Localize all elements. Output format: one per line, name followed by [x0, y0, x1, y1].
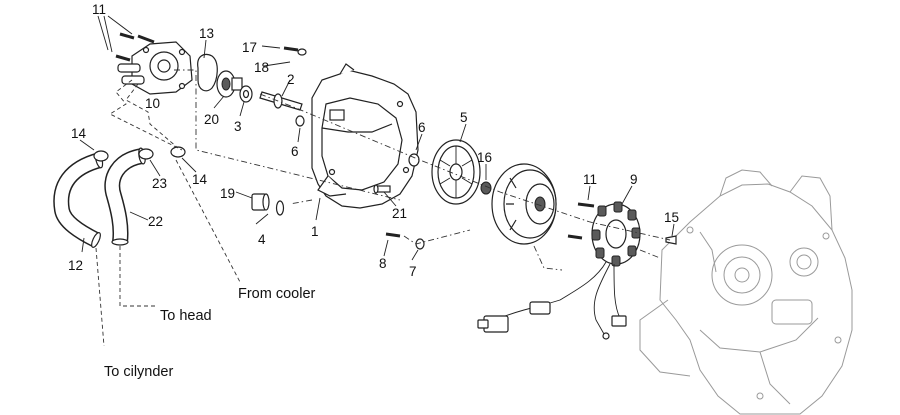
clamp-23 [138, 148, 154, 160]
callout-8: 8 [379, 256, 387, 271]
callout-18: 18 [254, 60, 269, 75]
callout-14-left: 14 [71, 126, 87, 141]
screws-11-top [115, 32, 155, 62]
plug-19 [251, 193, 270, 211]
stator-9 [591, 201, 641, 267]
bolt-21 [373, 184, 391, 194]
note-to-cylinder: To cilynder [104, 364, 173, 380]
callout-11-top: 11 [92, 2, 106, 17]
washer-6-left [295, 115, 305, 127]
callout-4: 4 [258, 232, 266, 247]
nut-16 [480, 181, 492, 195]
clamp-14-right [170, 146, 186, 158]
crankcase-outline [639, 169, 853, 415]
callout-6-right: 6 [418, 120, 426, 135]
callout-23: 23 [152, 176, 167, 191]
pump-cover-10 [117, 41, 193, 95]
callout-3: 3 [234, 119, 242, 134]
callout-7: 7 [409, 264, 417, 279]
callout-6-left: 6 [291, 144, 299, 159]
callout-22: 22 [148, 214, 163, 229]
callout-1: 1 [311, 224, 319, 239]
callout-11-stator: 11 [583, 172, 597, 187]
hose-22 [104, 147, 146, 246]
callout-leaders [79, 15, 675, 261]
stator-wiring-harness [477, 261, 627, 340]
callout-21: 21 [392, 206, 407, 221]
shaft-2 [259, 91, 303, 111]
seal-3 [239, 85, 253, 103]
pin-15 [665, 235, 677, 245]
callout-14-right: 14 [192, 172, 208, 187]
impeller-20 [216, 70, 243, 98]
clamp-14-left [93, 150, 109, 162]
callout-15: 15 [664, 210, 679, 225]
screw-11-a [577, 202, 595, 208]
callout-labels: 1 2 3 4 5 6 6 7 8 9 10 11 11 12 13 14 14… [68, 2, 679, 279]
hose-12 [53, 151, 104, 248]
note-from-cooler: From cooler [238, 286, 316, 302]
screw-11-b [567, 234, 583, 240]
callout-19: 19 [220, 186, 235, 201]
callout-10: 10 [145, 96, 160, 111]
callout-12: 12 [68, 258, 83, 273]
callout-16: 16 [477, 150, 492, 165]
hose-routing-lines [95, 69, 671, 347]
callout-2: 2 [287, 72, 295, 87]
routing-notes: From cooler To head To cilynder [104, 286, 316, 380]
callout-17: 17 [242, 40, 257, 55]
fan-5 [431, 139, 481, 205]
callout-9: 9 [630, 172, 638, 187]
washer-18 [297, 48, 307, 56]
o-ring-4 [275, 200, 285, 216]
callout-5: 5 [460, 110, 468, 125]
flywheel-rotor [491, 163, 557, 245]
callout-13: 13 [199, 26, 214, 41]
gasket-13 [197, 53, 218, 92]
screw-8 [385, 232, 401, 238]
generator-cover-1 [311, 63, 419, 209]
callout-20: 20 [204, 112, 219, 127]
screw-17 [283, 46, 299, 52]
note-to-head: To head [160, 308, 212, 324]
